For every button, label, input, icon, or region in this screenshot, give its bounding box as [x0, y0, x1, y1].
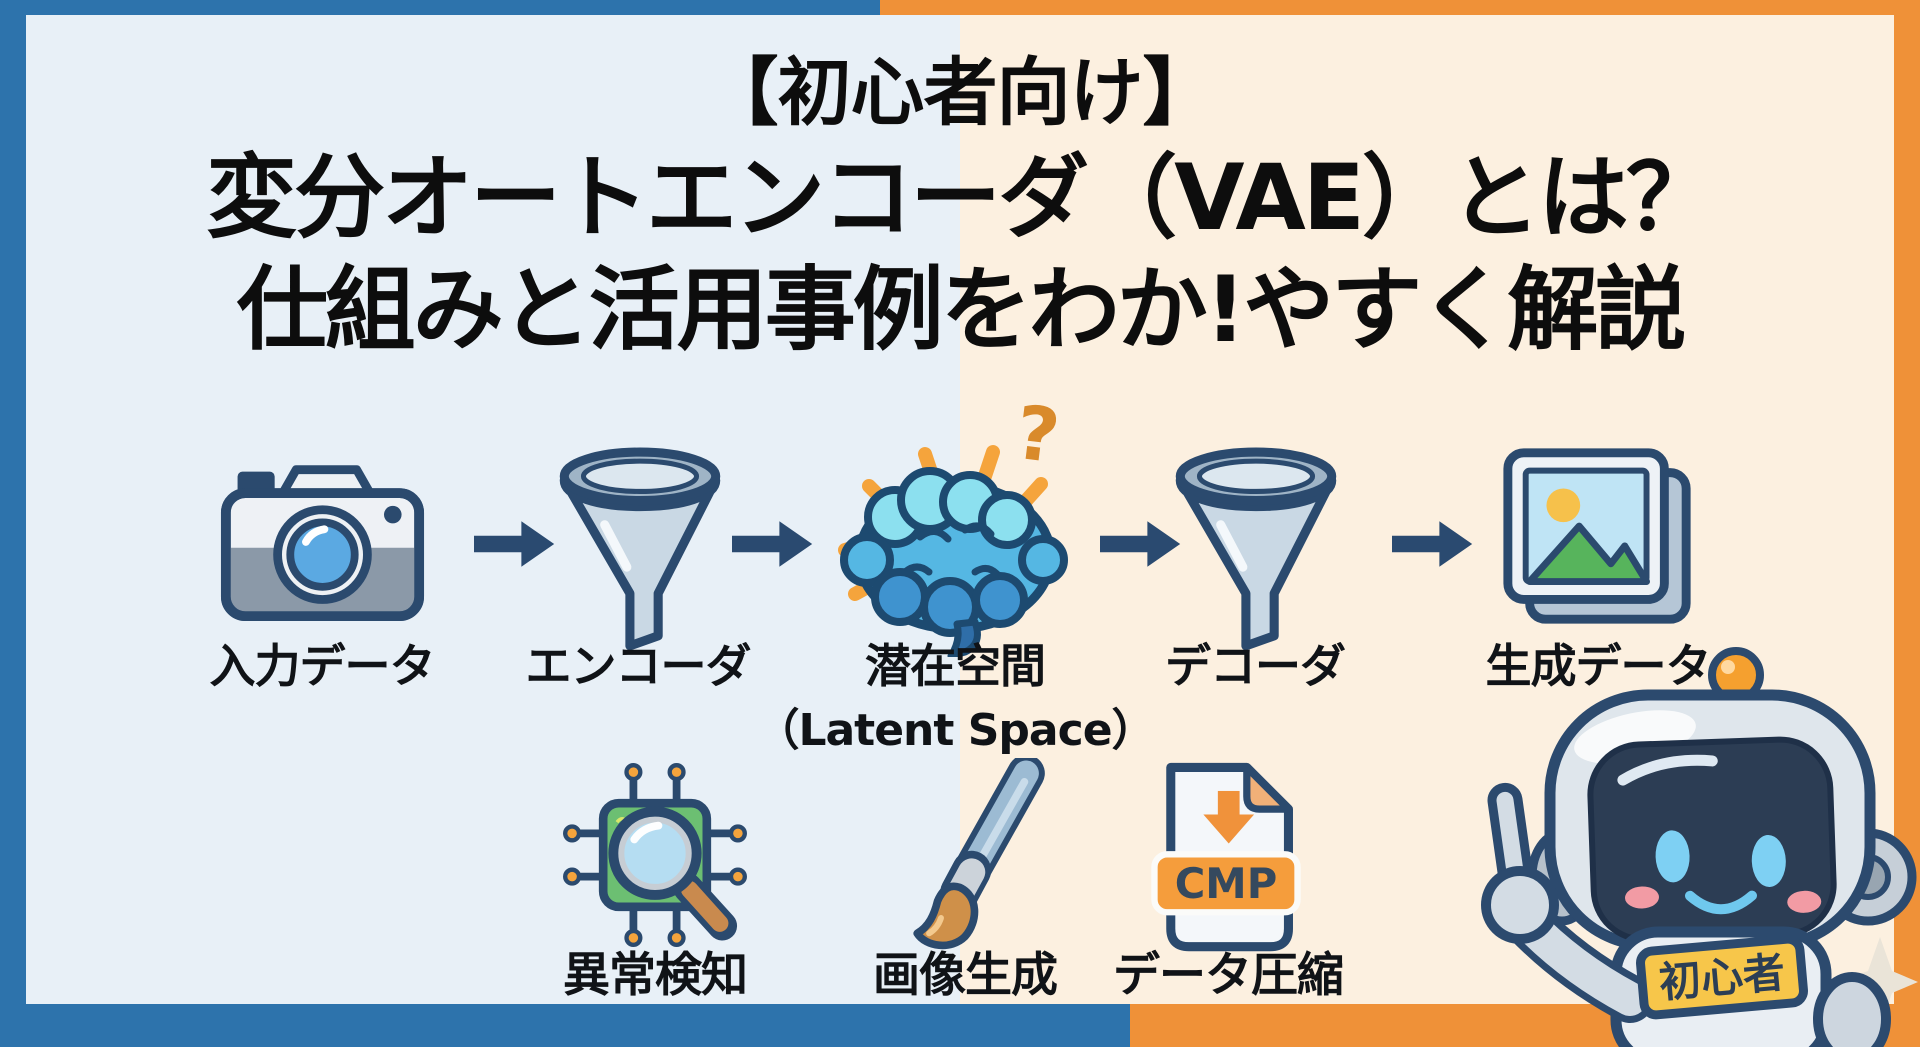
- arrow-right-icon: [1100, 514, 1182, 574]
- arrow-right-icon: [732, 514, 814, 574]
- funnel-decoder-icon: [1170, 444, 1342, 656]
- flow-sublabel-latent-space: （Latent Space）: [755, 705, 1155, 756]
- funnel-encoder-icon: [554, 444, 726, 656]
- flow-label-decoder: デコーダ: [1165, 639, 1346, 693]
- flow-label-generated: 生成データ: [1485, 639, 1712, 693]
- frame-left-blue: [0, 0, 26, 1047]
- beginner-badge: 初心者: [1636, 934, 1808, 1020]
- arrow-right-icon: [1392, 514, 1474, 574]
- background-panel-left: [26, 15, 960, 1004]
- arrow-right-icon: [474, 514, 556, 574]
- frame-top-orange: [880, 0, 1920, 15]
- title-block: 【初心者向け】 変分オートエンコーダ（VAE）とは？ 仕組みと活用事例をわか!や…: [26, 42, 1894, 368]
- photo-icon: [1494, 442, 1702, 632]
- flow-label-input: 入力データ: [209, 639, 436, 693]
- flow-label-latent-space: 潜在空間: [865, 639, 1046, 693]
- mascot-robot: 初心者: [1420, 637, 1920, 1047]
- use-case-label-compression: データ圧縮: [1113, 948, 1344, 1003]
- sparkle-icon: [1835, 937, 1918, 1027]
- title-line-1: 【初心者向け】: [704, 50, 1217, 136]
- frame-bottom-blue: [0, 1004, 1130, 1047]
- robot-face: [1587, 736, 1837, 943]
- cmp-badge-text: CMP: [1175, 859, 1277, 908]
- flow-label-encoder: エンコーダ: [525, 639, 752, 693]
- title-line-3: 仕組みと活用事例をわか!やすく解説: [236, 258, 1687, 363]
- camera-icon: [220, 452, 425, 627]
- beginner-badge-text: 初心者: [1657, 948, 1787, 1008]
- paintbrush-icon: [890, 758, 1055, 958]
- frame-top-blue: [0, 0, 880, 15]
- chip-magnifier-icon: [560, 760, 750, 950]
- compressed-file-icon: CMP: [1140, 760, 1312, 955]
- title-line-2: 変分オートエンコーダ（VAE）とは？: [206, 146, 1717, 251]
- use-case-label-anomaly: 異常検知: [563, 948, 748, 1003]
- use-case-label-generation: 画像生成: [873, 948, 1058, 1003]
- brain-icon: [825, 422, 1085, 657]
